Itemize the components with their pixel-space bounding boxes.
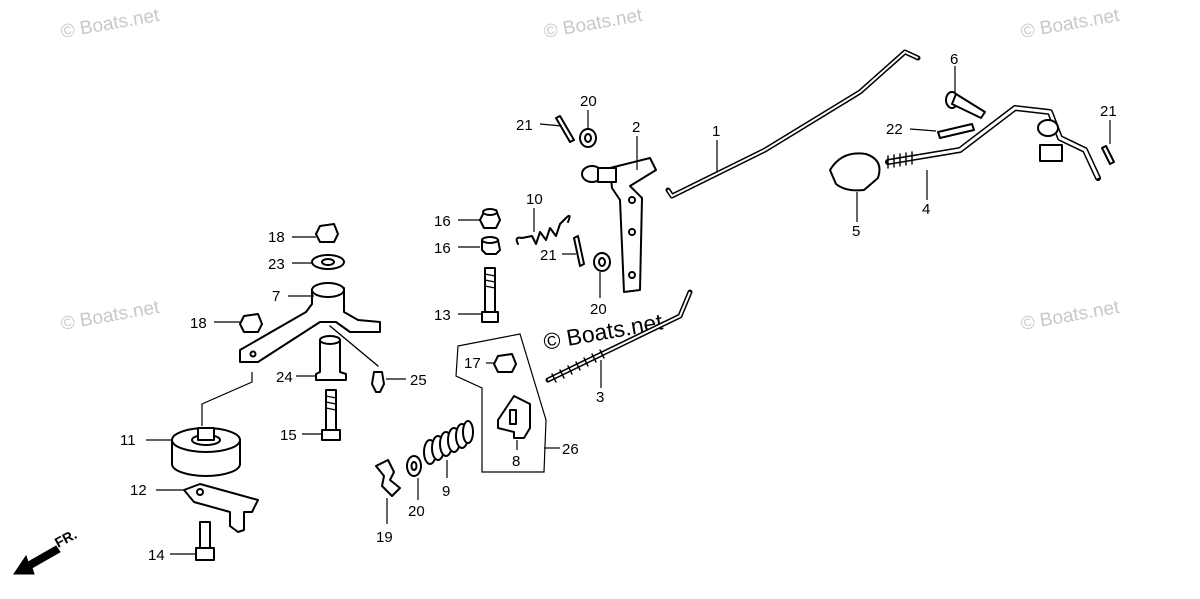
- part-6-clevis-pin: [945, 66, 986, 119]
- part-20-washer-top: [579, 110, 597, 148]
- part-16-nut-upper: [458, 208, 501, 229]
- callout-7: 7: [272, 288, 280, 305]
- front-direction-marker: FR.: [13, 526, 79, 575]
- callout-10: 10: [526, 191, 543, 208]
- callout-17: 17: [464, 355, 481, 372]
- part-3-threaded-rod: [545, 289, 693, 388]
- part-18-nut-top: [292, 223, 339, 243]
- part-20-washer-mid: [593, 252, 611, 298]
- part-24-collar: [296, 335, 347, 381]
- callout-8: 8: [512, 453, 520, 470]
- callout-18-top: 18: [268, 229, 285, 246]
- callout-16-lower: 16: [434, 240, 451, 257]
- callout-20-mid: 20: [590, 301, 607, 318]
- part-1-control-rod: [665, 49, 921, 199]
- callout-21-top: 21: [516, 117, 533, 134]
- callout-labels: 1 2 3 4 5 6 7 8 9 10 11 12 13 14 15 16 1…: [120, 51, 1117, 564]
- part-2-lever-arm: [581, 136, 657, 293]
- callout-13: 13: [434, 307, 451, 324]
- part-18-nut-left: [214, 313, 263, 333]
- callout-16-upper: 16: [434, 213, 451, 230]
- callout-21-mid: 21: [540, 247, 557, 264]
- part-21-cotter-pin-mid: [562, 235, 585, 267]
- part-16-nut-lower: [458, 236, 501, 255]
- callout-19: 19: [376, 529, 393, 546]
- part-25-grease-fitting: [329, 325, 406, 393]
- callout-20-bottom: 20: [408, 503, 425, 520]
- callout-12: 12: [130, 482, 147, 499]
- part-9-compression-spring: [423, 420, 474, 478]
- part-17-nut: [486, 353, 517, 373]
- part-15-bolt: [302, 389, 341, 441]
- callout-6: 6: [950, 51, 958, 68]
- part-21-cotter-pin-right: [1101, 120, 1115, 165]
- part-22-cotter-pin: [909, 123, 975, 139]
- callout-21-right: 21: [1100, 103, 1117, 120]
- part-23-washer: [292, 254, 345, 270]
- watermark: © Boats.net: [59, 297, 161, 335]
- part-12-bracket: [156, 483, 259, 533]
- callout-14: 14: [148, 547, 165, 564]
- watermark: © Boats.net: [1019, 297, 1121, 335]
- callout-5: 5: [852, 223, 860, 240]
- part-10-spring: [515, 208, 571, 245]
- callout-11: 11: [120, 432, 136, 449]
- part-8-angle-bracket: [497, 395, 531, 450]
- callout-15: 15: [280, 427, 297, 444]
- callout-22: 22: [886, 121, 903, 138]
- callout-1: 1: [712, 123, 720, 140]
- callout-18-left: 18: [190, 315, 207, 332]
- callout-23: 23: [268, 256, 285, 273]
- part-5-knob: [829, 152, 881, 222]
- part-20-washer-bottom: [406, 455, 422, 500]
- part-13-bolt: [458, 267, 499, 323]
- callout-2: 2: [632, 119, 640, 136]
- watermark: © Boats.net: [59, 5, 161, 43]
- callout-3: 3: [596, 389, 604, 406]
- part-11-pulley: [146, 372, 253, 477]
- part-7-bracket: [239, 282, 381, 363]
- callout-9: 9: [442, 483, 450, 500]
- watermark: © Boats.net: [542, 5, 644, 43]
- front-arrow-icon: [13, 545, 61, 575]
- part-26-group-outline: [455, 333, 560, 473]
- callout-26: 26: [562, 441, 579, 458]
- part-4-handle-rod: [885, 105, 1101, 200]
- callout-4: 4: [922, 201, 930, 218]
- watermark: © Boats.net: [1019, 5, 1121, 43]
- callout-20-top: 20: [580, 93, 597, 110]
- callout-25: 25: [410, 372, 427, 389]
- part-21-cotter-pin-top: [539, 115, 575, 143]
- part-19-clip: [375, 459, 401, 524]
- callout-24: 24: [276, 369, 293, 386]
- part-14-bolt: [170, 521, 215, 561]
